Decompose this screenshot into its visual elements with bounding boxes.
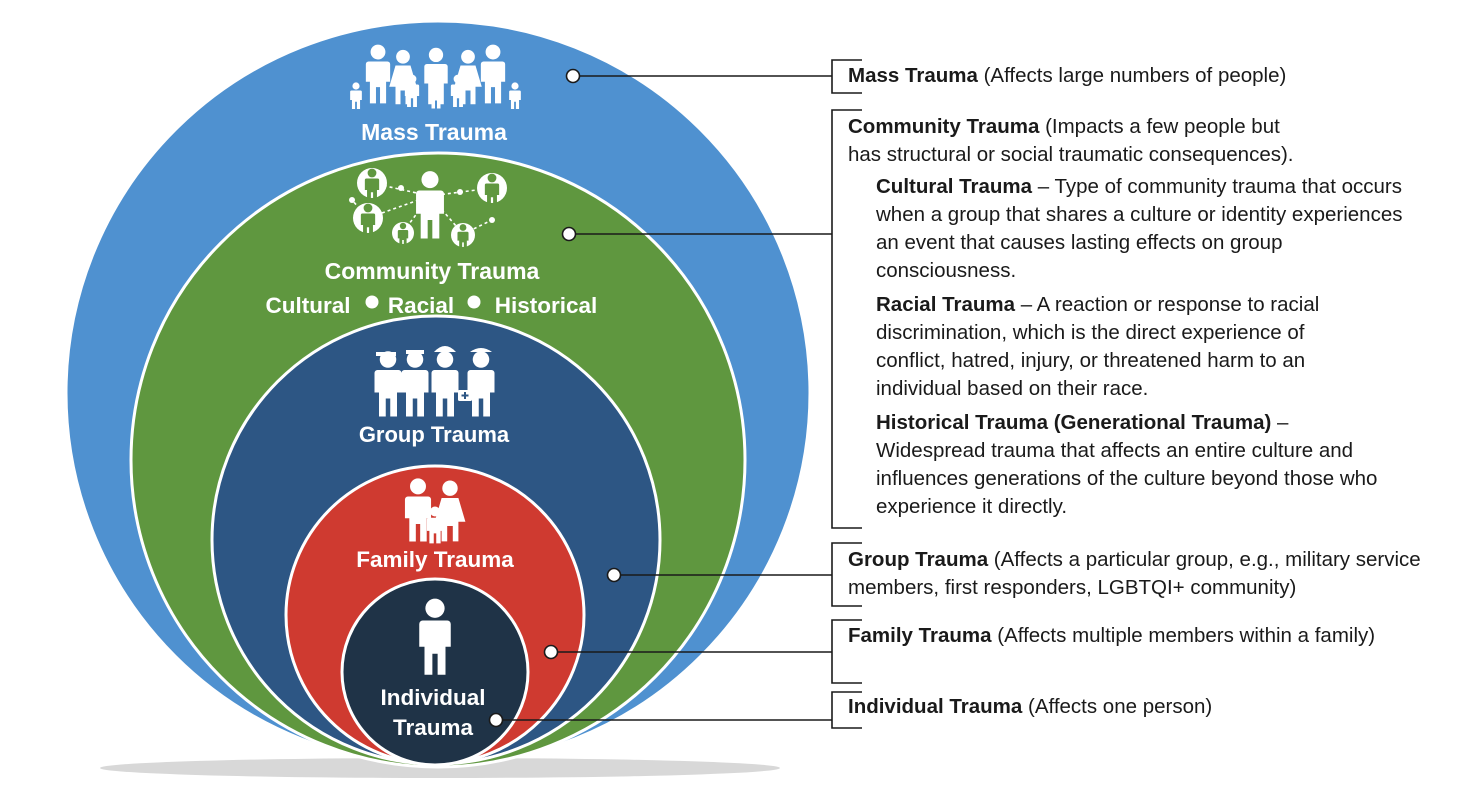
racial-trauma-term: Racial Trauma xyxy=(876,293,1016,316)
cultural-trauma-term: Cultural Trauma xyxy=(876,175,1033,198)
group-trauma-title: Group Trauma xyxy=(359,422,510,447)
individual-trauma-title-line1: Individual xyxy=(380,685,485,710)
family-trauma-title: Family Trauma xyxy=(356,547,514,572)
mass-description-text: (Affects large numbers of people) xyxy=(977,64,1287,87)
cultural-trauma-text: – Type of community trauma that occurs w… xyxy=(876,175,1403,282)
mass-description: Mass Trauma (Affects large numbers of pe… xyxy=(848,62,1448,90)
family-description: Family Trauma (Affects multiple members … xyxy=(848,622,1388,650)
individual-connector-dot xyxy=(488,712,504,728)
responders-icon xyxy=(374,346,495,417)
community-subtitle-racial: Racial xyxy=(388,293,454,318)
family-description-term: Family Trauma xyxy=(848,624,992,647)
community-bracket xyxy=(831,109,862,529)
historical-trauma-description: Historical Trauma (Generational Trauma) … xyxy=(876,409,1391,521)
family-bracket xyxy=(831,619,862,684)
individual-description-text: (Affects one person) xyxy=(1022,695,1213,718)
subtitle-separator-dot xyxy=(365,295,379,309)
individual-bracket xyxy=(831,691,862,729)
group-description-text: (Affects a particular group, e.g., milit… xyxy=(848,548,1421,599)
subtitle-separator-dot xyxy=(467,295,481,309)
community-subtitle-cultural: Cultural xyxy=(265,293,350,318)
community-subtitle-historical: Historical xyxy=(495,293,598,318)
network-people-icon xyxy=(349,168,507,250)
mass-connector-dot xyxy=(565,68,581,84)
individual-description-term: Individual Trauma xyxy=(848,695,1023,718)
group-description: Group Trauma (Affects a particular group… xyxy=(848,546,1448,602)
group-connector-dot xyxy=(606,567,622,583)
individual-description: Individual Trauma (Affects one person) xyxy=(848,693,1448,721)
community-connector-dot xyxy=(561,226,577,242)
mass-description-term: Mass Trauma xyxy=(848,64,978,87)
individual-trauma-title-line2: Trauma xyxy=(393,715,474,740)
mass-trauma-title: Mass Trauma xyxy=(361,119,507,145)
crowd-icon xyxy=(350,44,521,109)
mass-bracket xyxy=(831,59,862,94)
group-description-term: Group Trauma xyxy=(848,548,989,571)
racial-trauma-text: – A reaction or response to racial discr… xyxy=(876,293,1320,400)
racial-trauma-description: Racial Trauma – A reaction or response t… xyxy=(876,291,1376,403)
historical-trauma-term: Historical Trauma (Generational Trauma) xyxy=(876,411,1272,434)
historical-trauma-text: – Widespread trauma that affects an enti… xyxy=(876,411,1378,518)
individual-trauma-circle xyxy=(340,577,530,767)
cultural-trauma-description: Cultural Trauma – Type of community trau… xyxy=(876,173,1421,285)
community-description: Community Trauma (Impacts a few people b… xyxy=(848,113,1408,521)
group-bracket xyxy=(831,542,862,607)
community-description-term: Community Trauma xyxy=(848,115,1040,138)
community-trauma-title: Community Trauma xyxy=(325,258,540,284)
family-connector-dot xyxy=(543,644,559,660)
family-description-text: (Affects multiple members within a famil… xyxy=(991,624,1376,647)
community-description-text: (Impacts a few people but has structural… xyxy=(848,115,1294,166)
